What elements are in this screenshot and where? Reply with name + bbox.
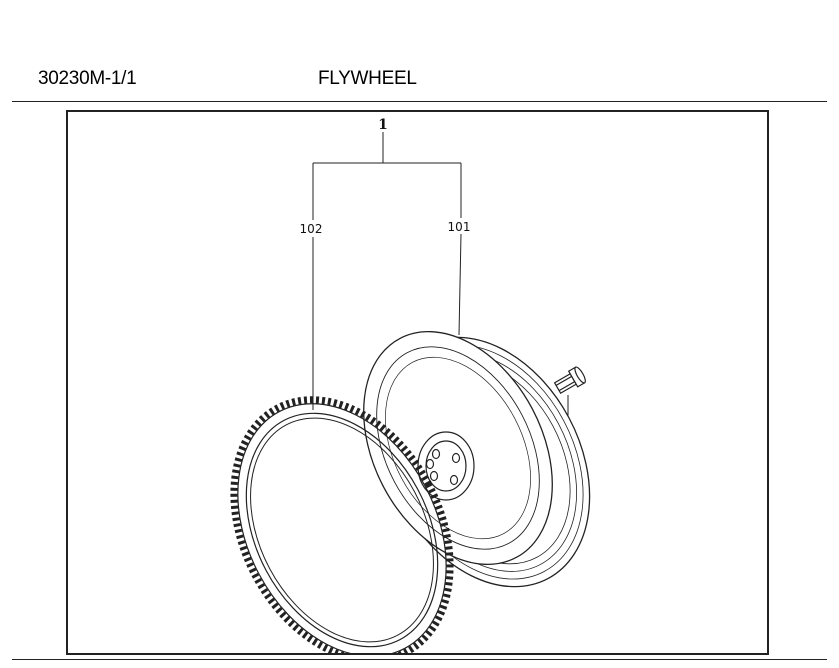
- header-divider: [12, 101, 827, 102]
- callout-flywheel: 101: [448, 220, 471, 234]
- flywheel-diagram: 1 102 101 2: [230, 117, 591, 655]
- part-code: 30230M-1/1: [38, 68, 137, 89]
- ring-gear-illustration: [230, 396, 454, 655]
- callout-assembly: 1: [378, 117, 388, 133]
- bolt-illustration: [553, 366, 586, 395]
- page-title: FLYWHEEL: [318, 68, 417, 89]
- callout-ring-gear: 102: [300, 222, 323, 236]
- callout-leaders: [312, 132, 569, 422]
- flywheel-illustration: [363, 330, 591, 588]
- diagram-frame: [66, 110, 769, 655]
- footer-divider: [12, 659, 827, 660]
